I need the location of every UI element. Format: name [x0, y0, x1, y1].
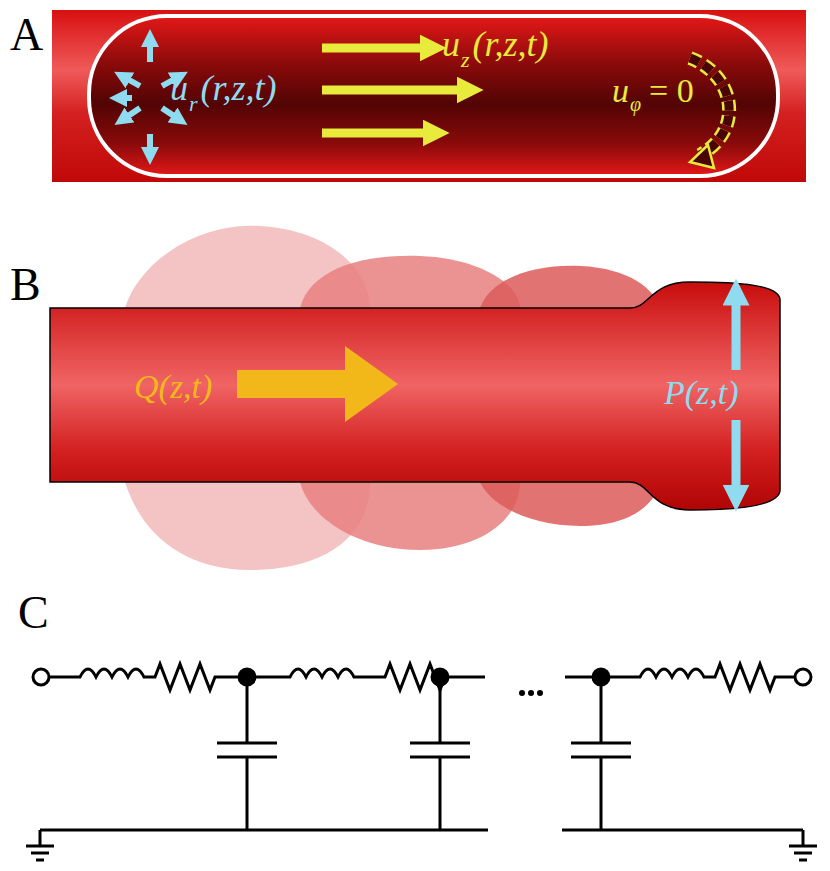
velocity-arguments: (r,z,t)	[473, 26, 549, 62]
vessel-pulse-wave	[50, 226, 780, 570]
velocity-subscript: φ	[630, 94, 641, 114]
panel-letter: A	[10, 12, 43, 58]
flow-label: Q(z,t)	[134, 370, 212, 404]
velocity-symbol: u	[612, 74, 629, 108]
velocity-symbol: u	[170, 70, 188, 106]
panel-letter: B	[10, 262, 41, 308]
transmission-line-circuit	[26, 664, 817, 860]
velocity-arguments: (r,z,t)	[201, 70, 277, 106]
pressure-label: P(z,t)	[664, 376, 739, 410]
velocity-value: = 0	[649, 74, 694, 108]
velocity-subscript: z	[461, 49, 470, 71]
velocity-subscript: r	[189, 93, 198, 115]
panel-letter: C	[18, 590, 49, 636]
velocity-symbol: u	[442, 26, 460, 62]
vessel-cross-section	[52, 10, 806, 182]
